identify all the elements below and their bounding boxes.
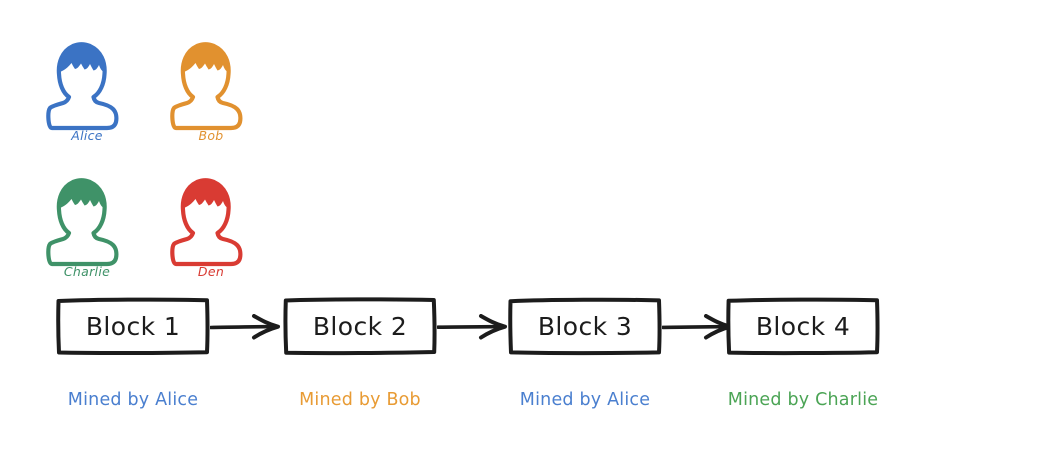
block-box[interactable]: Block 1 <box>55 296 211 356</box>
participant-charlie: Charlie <box>44 172 130 288</box>
block-caption: Mined by Charlie <box>727 390 879 410</box>
participant-name-label: Bob <box>198 128 224 143</box>
blockchain-row: Block 1 Mined by Alice Block 2 Mined by … <box>0 296 1046 426</box>
participant-alice: Alice <box>44 36 130 152</box>
participant-den: Den <box>168 172 254 288</box>
block-caption: Mined by Alice <box>67 390 199 410</box>
person-avatar-icon <box>44 172 130 267</box>
participant-name-label: Den <box>197 264 225 279</box>
participant-name-label: Charlie <box>63 264 111 279</box>
person-avatar-icon <box>168 36 254 131</box>
person-avatar-icon <box>168 172 254 267</box>
participant-bob: Bob <box>168 36 254 152</box>
block-node[interactable]: Block 1 Mined by Alice <box>55 296 211 410</box>
person-avatar-icon <box>44 36 130 131</box>
arrow-right-icon <box>436 314 511 340</box>
block-label: Block 4 <box>755 311 851 341</box>
block-node[interactable]: Block 3 Mined by Alice <box>507 296 663 410</box>
block-node[interactable]: Block 4 Mined by Charlie <box>725 296 881 410</box>
block-box[interactable]: Block 3 <box>507 296 663 356</box>
block-node[interactable]: Block 2 Mined by Bob <box>282 296 438 410</box>
block-label: Block 2 <box>312 311 408 341</box>
block-box[interactable]: Block 2 <box>282 296 438 356</box>
arrow-right-icon <box>209 314 284 340</box>
block-caption: Mined by Bob <box>299 390 421 410</box>
block-caption: Mined by Alice <box>519 390 651 410</box>
block-box[interactable]: Block 4 <box>725 296 881 356</box>
participant-name-label: Alice <box>71 128 103 143</box>
block-label: Block 3 <box>537 311 633 341</box>
block-label: Block 1 <box>85 311 181 341</box>
